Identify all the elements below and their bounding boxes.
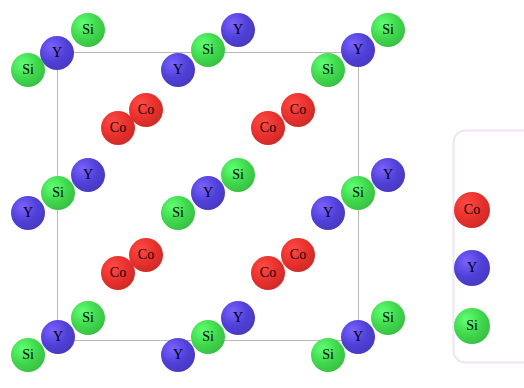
legend-label: Y xyxy=(467,261,477,275)
element-symbol: Co xyxy=(290,103,306,117)
atom-sphere: Si xyxy=(341,176,375,210)
element-symbol: Si xyxy=(382,23,394,37)
atom-sphere: Si xyxy=(311,53,345,87)
atom-sphere: Co xyxy=(101,111,135,145)
element-symbol: Y xyxy=(353,330,363,344)
element-symbol: Si xyxy=(202,43,214,57)
atom-sphere: Si xyxy=(191,33,225,67)
atom-sphere: Y xyxy=(161,338,195,372)
element-symbol: Co xyxy=(138,248,154,262)
element-symbol: Si xyxy=(202,330,214,344)
element-symbol: Si xyxy=(352,186,364,200)
atom-sphere: Y xyxy=(341,320,375,354)
atom-sphere: Y xyxy=(11,196,45,230)
element-symbol: Y xyxy=(353,43,363,57)
atom-sphere: Y xyxy=(341,33,375,67)
atom-sphere: Si xyxy=(11,338,45,372)
legend-swatch: Y xyxy=(454,250,490,286)
element-symbol: Si xyxy=(22,348,34,362)
element-symbol: Y xyxy=(53,330,63,344)
element-symbol: Si xyxy=(52,186,64,200)
element-symbol: Y xyxy=(173,63,183,77)
element-symbol: Co xyxy=(260,266,276,280)
atom-sphere: Y xyxy=(371,158,405,192)
element-symbol: Y xyxy=(173,348,183,362)
element-symbol: Co xyxy=(138,103,154,117)
element-symbol: Si xyxy=(22,63,34,77)
atom-sphere: Si xyxy=(191,320,225,354)
element-symbol: Si xyxy=(382,311,394,325)
element-symbol: Si xyxy=(82,23,94,37)
element-symbol: Co xyxy=(290,248,306,262)
atom-sphere: Co xyxy=(251,256,285,290)
element-symbol: Si xyxy=(322,63,334,77)
element-symbol: Y xyxy=(52,46,62,60)
element-symbol: Y xyxy=(233,311,243,325)
element-symbol: Si xyxy=(322,348,334,362)
atom-sphere: Si xyxy=(11,53,45,87)
unit-cell-outline xyxy=(58,53,359,341)
atom-sphere: Si xyxy=(71,13,105,47)
atom-sphere: Si xyxy=(371,13,405,47)
element-symbol: Y xyxy=(323,206,333,220)
atom-sphere: Co xyxy=(251,111,285,145)
element-symbol: Co xyxy=(110,266,126,280)
atom-sphere: Co xyxy=(101,256,135,290)
atom-sphere: Si xyxy=(221,158,255,192)
element-symbol: Y xyxy=(83,168,93,182)
element-symbol: Y xyxy=(383,168,393,182)
atom-sphere: Y xyxy=(161,53,195,87)
legend-label: Co xyxy=(464,203,480,217)
element-symbol: Si xyxy=(172,206,184,220)
atom-sphere: Co xyxy=(281,238,315,272)
atom-sphere: Y xyxy=(221,301,255,335)
atom-sphere: Y xyxy=(71,158,105,192)
legend-swatch: Co xyxy=(454,192,490,228)
atom-sphere: Si xyxy=(311,338,345,372)
atom-sphere: Si xyxy=(41,176,75,210)
atom-sphere: Y xyxy=(221,13,255,47)
legend-swatch: Si xyxy=(454,308,490,344)
element-symbol: Y xyxy=(233,23,243,37)
atom-sphere: Y xyxy=(311,196,345,230)
legend-label: Si xyxy=(466,319,478,333)
element-symbol: Y xyxy=(23,206,33,220)
atom-sphere: Si xyxy=(161,196,195,230)
element-symbol: Si xyxy=(82,311,94,325)
legend-box xyxy=(454,131,524,363)
element-symbol: Y xyxy=(203,186,213,200)
atom-sphere: Co xyxy=(281,93,315,127)
element-symbol: Co xyxy=(110,121,126,135)
element-symbol: Si xyxy=(232,168,244,182)
atom-sphere: Y xyxy=(191,176,225,210)
atom-sphere: Y xyxy=(41,320,75,354)
element-symbol: Co xyxy=(260,121,276,135)
atom-sphere: Si xyxy=(71,301,105,335)
atom-sphere: Si xyxy=(371,301,405,335)
atom-sphere: Y xyxy=(40,36,74,70)
